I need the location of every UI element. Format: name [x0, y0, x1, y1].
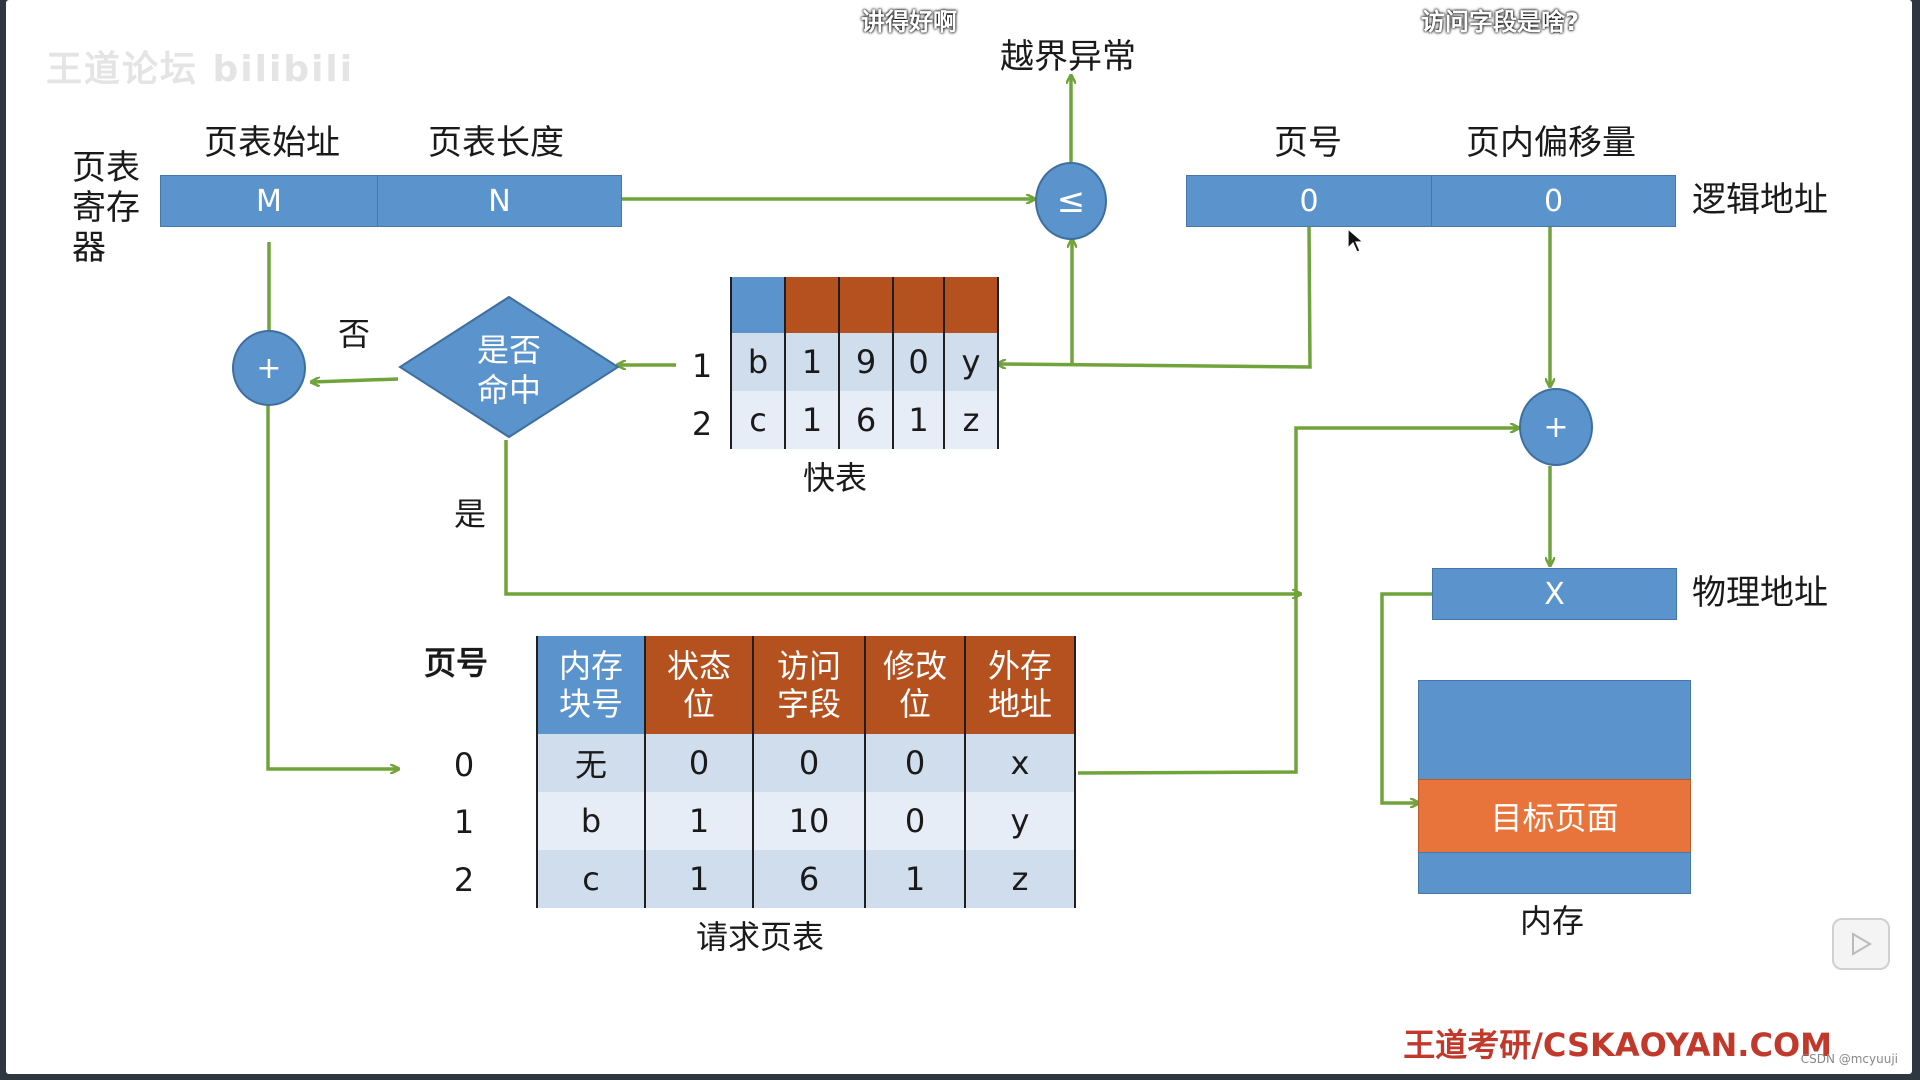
tlb-cell: 0 [892, 333, 945, 391]
header-access-field: 访问字段 [752, 636, 866, 734]
table-cell: 0 [644, 734, 754, 792]
request-page-number: 0 [453, 746, 475, 784]
tlb-header-cell [730, 277, 786, 333]
page-table-base-value: M [160, 175, 378, 227]
danmaku-comment: 讲得好啊 [861, 8, 957, 36]
tlb-header-cell [838, 277, 894, 333]
table-cell: 0 [864, 792, 966, 850]
page-table-length-header: 页表长度 [428, 123, 564, 163]
tlb-cell: 1 [892, 391, 945, 449]
table-cell: 1 [864, 850, 966, 908]
request-page-table: 内存块号 状态位 访问字段 修改位 外存地址 无 0 0 0 x b 1 10 … [536, 636, 1076, 908]
adder-node-left: + [232, 330, 306, 406]
table-cell: 0 [752, 734, 866, 792]
tlb-cell: c [730, 391, 786, 449]
slide: 讲得好啊 访问字段是啥? 王道论坛 bilibili [6, 0, 1912, 1074]
hit-yes-label: 是 [454, 495, 487, 533]
tlb-cell: z [943, 391, 999, 449]
csdn-credit: CSDN @mcyuuji [1800, 1052, 1898, 1066]
logical-page-number-value: 0 [1186, 175, 1432, 227]
table-cell: c [536, 850, 646, 908]
video-play-button[interactable] [1832, 918, 1890, 970]
hit-decision-text: 是否命中 [476, 331, 541, 409]
memory-block-bottom [1418, 852, 1691, 894]
memory-label: 内存 [1520, 902, 1585, 940]
table-row: 无 0 0 0 x [536, 734, 1076, 792]
table-cell: 1 [644, 850, 754, 908]
header-status-bit: 状态位 [644, 636, 754, 734]
tlb-header-cell [784, 277, 840, 333]
logical-address-label: 逻辑地址 [1692, 180, 1828, 220]
page-table-register-label: 页表寄存器 [72, 148, 140, 268]
table-cell: y [964, 792, 1076, 850]
page-offset-header: 页内偏移量 [1466, 123, 1636, 163]
table-cell: 6 [752, 850, 866, 908]
table-cell: x [964, 734, 1076, 792]
tlb-label: 快表 [803, 459, 868, 497]
table-cell: b [536, 792, 646, 850]
mouse-cursor-icon [1347, 228, 1365, 253]
request-page-table-page-header: 页号 [424, 644, 489, 682]
footer-brand: 王道考研/CSKAOYAN.COM [1403, 1026, 1832, 1064]
tlb-cell: 6 [838, 391, 894, 449]
table-row: b 1 10 0 y [536, 792, 1076, 850]
compare-node: ≤ [1035, 162, 1107, 240]
arrow-connectors [6, 0, 1912, 1074]
tlb-header-cell [892, 277, 945, 333]
table-cell: 0 [864, 734, 966, 792]
page-table-length-value: N [377, 175, 622, 227]
tlb-row: b 1 9 0 y [730, 333, 999, 391]
tlb-row: c 1 6 1 z [730, 391, 999, 449]
logical-offset-value: 0 [1431, 175, 1676, 227]
table-cell: 无 [536, 734, 646, 792]
page-number-header: 页号 [1274, 123, 1342, 163]
bilibili-watermark-logo: 王道论坛 bilibili [46, 49, 355, 90]
play-icon [1852, 932, 1872, 956]
request-page-number: 1 [453, 803, 475, 841]
tlb-cell: 1 [784, 333, 840, 391]
request-page-number: 2 [453, 861, 475, 899]
tlb-cell: 9 [838, 333, 894, 391]
table-row: c 1 6 1 z [536, 850, 1076, 908]
miss-no-label: 否 [338, 315, 371, 353]
tlb-cell: b [730, 333, 786, 391]
danmaku-comment: 访问字段是啥? [1421, 8, 1579, 36]
target-page-block: 目标页面 [1418, 779, 1691, 853]
request-page-table-label: 请求页表 [696, 918, 825, 956]
request-page-table-header-row: 内存块号 状态位 访问字段 修改位 外存地址 [536, 636, 1076, 734]
tlb-row-label: 2 [691, 405, 713, 443]
tlb-table: b 1 9 0 y c 1 6 1 z [730, 277, 999, 449]
table-cell: z [964, 850, 1076, 908]
header-memory-block: 内存块号 [536, 636, 646, 734]
tlb-cell: 1 [784, 391, 840, 449]
page-table-base-header: 页表始址 [204, 123, 340, 163]
out-of-bounds-exception-label: 越界异常 [1000, 37, 1136, 77]
hit-decision-diamond [398, 295, 620, 439]
tlb-cell: y [943, 333, 999, 391]
tlb-row-label: 1 [691, 347, 713, 385]
memory-block-top [1418, 680, 1691, 780]
physical-address-label: 物理地址 [1692, 573, 1828, 613]
table-cell: 10 [752, 792, 866, 850]
header-external-address: 外存地址 [964, 636, 1076, 734]
header-modify-bit: 修改位 [864, 636, 966, 734]
adder-node-right: + [1519, 388, 1593, 466]
tlb-header-cell [943, 277, 999, 333]
table-cell: 1 [644, 792, 754, 850]
physical-address-value: X [1432, 568, 1677, 620]
